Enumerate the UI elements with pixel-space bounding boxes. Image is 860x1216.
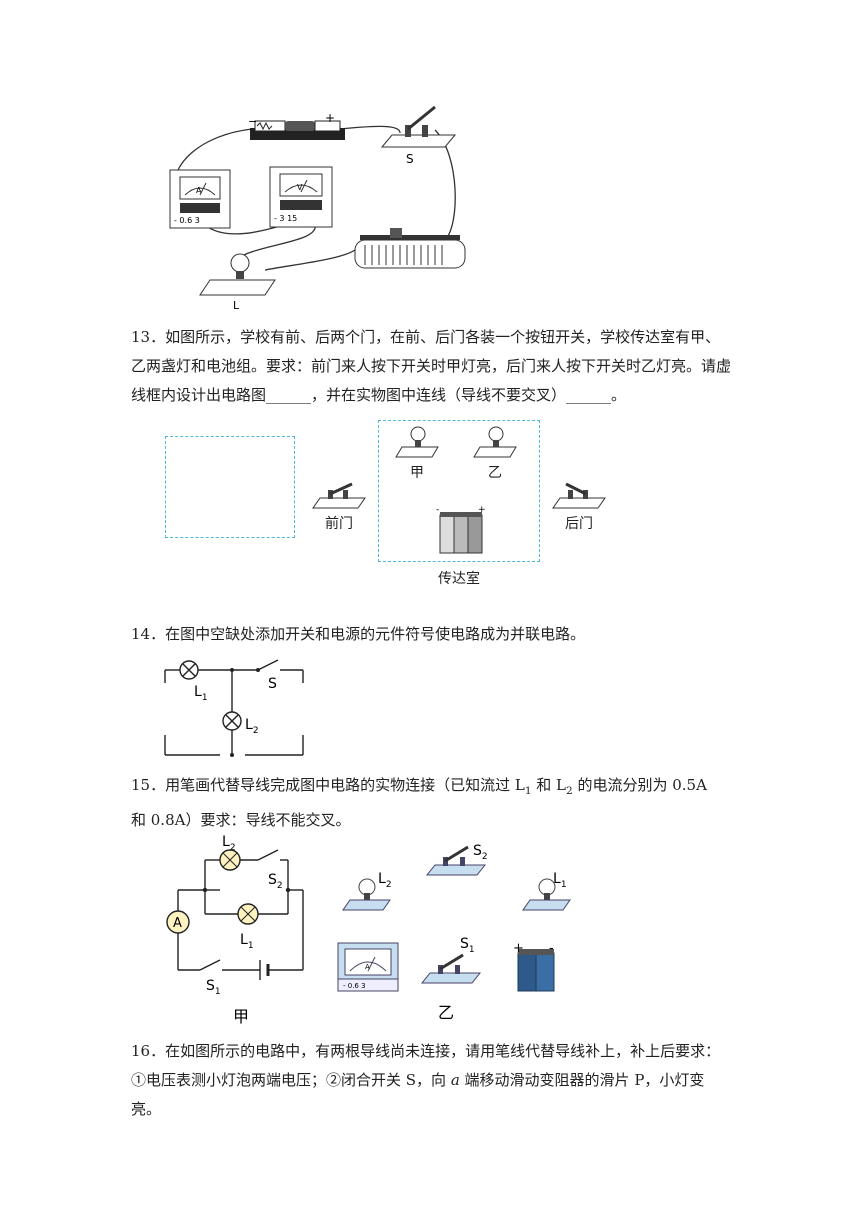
q15-yi-l2: L2 (378, 871, 392, 890)
q15-jia-s1: S1 (206, 978, 221, 997)
back-door-switch-icon[interactable] (552, 482, 606, 509)
q14-l2: L2 (245, 717, 259, 736)
ammeter-unit: A (196, 186, 202, 195)
svg-text:-: - (436, 505, 439, 515)
question-13: 13．如图所示，学校有前、后两个门，在前、后门各装一个按钮开关，学校传达室有甲、… (131, 323, 731, 410)
question-14: 14．在图中空缺处添加开关和电源的元件符号使电路成为并联电路。 (131, 620, 731, 649)
q14-s: S (268, 676, 277, 692)
q13-room-box[interactable] (378, 420, 540, 562)
q15-bat-minus: - (549, 941, 554, 956)
ammeter-scale: - 0.6 3 (174, 216, 200, 225)
q15-jia-circuit: A L2 S2 L1 S1 甲 (166, 834, 304, 1026)
l2-lamp-icon[interactable] (342, 878, 391, 911)
q15-yi-components: S2 L2 L1 A - 0.6 3 S1 + - 乙 (337, 843, 571, 1022)
label-yi: 乙 (488, 465, 502, 481)
q15-line2: 和 0.8A）要求：导线不能交叉。 (131, 811, 351, 829)
q15-jia-caption: 甲 (233, 1007, 249, 1026)
q13-design-box[interactable] (165, 436, 295, 538)
q15-yi-caption: 乙 (438, 1003, 454, 1022)
voltmeter-scale: - 3 15 (274, 214, 297, 223)
q15-yi-s2: S2 (473, 843, 488, 862)
battery-pack-icon[interactable]: - + (436, 505, 486, 554)
svg-text:+: + (478, 505, 486, 515)
q15-jia-l2: L2 (222, 834, 236, 853)
q15-meter-scale: - 0.6 3 (343, 982, 366, 990)
q13-components: - + (312, 426, 606, 554)
voltmeter-unit: V (297, 183, 303, 192)
s2-switch-icon[interactable] (425, 845, 487, 876)
front-door-switch-icon[interactable] (312, 482, 366, 509)
q15-jia-l1: L1 (240, 932, 254, 951)
battery-icon[interactable] (517, 949, 555, 992)
l1-lamp-icon[interactable] (522, 878, 571, 911)
q13-line1: 13．如图所示，学校有前、后两个门，在前、后门各装一个按钮开关，学校传达室有甲、 (131, 328, 721, 346)
q15-ammeter-a: A (173, 916, 182, 931)
figure-12-circuit: − + S A - 0.6 3 V - 3 15 L (169, 105, 466, 310)
q15-bat-plus: + (513, 941, 524, 956)
question-15: 15．用笔画代替导线完成图中电路的实物连接（已知流过 L1 和 L2 的电流分别… (131, 771, 731, 835)
label-front-door: 前门 (325, 516, 353, 532)
q14-text: 14．在图中空缺处添加开关和电源的元件符号使电路成为并联电路。 (131, 625, 586, 643)
lamp-label: L (233, 299, 240, 310)
q15-yi-s1: S1 (460, 936, 475, 955)
q14-circuit: L1 L2 S (164, 659, 304, 757)
label-room: 传达室 (438, 571, 480, 587)
battery-minus: − (248, 115, 257, 128)
q15-line1: 15．用笔画代替导线完成图中电路的实物连接（已知流过 L1 和 L2 的电流分别… (131, 776, 707, 797)
label-jia: 甲 (410, 465, 424, 481)
q16-line1: 16．在如图所示的电路中，有两根导线尚未连接，请用笔线代替导线补上，补上后要求： (131, 1042, 721, 1060)
q16-line2: ①电压表测小灯泡两端电压；②闭合开关 S，向 a 端移动滑动变阻器的滑片 P，小… (131, 1071, 705, 1118)
q14-l1: L1 (194, 684, 208, 703)
q13-line2: 乙两盏灯和电池组。要求：前门来人按下开关时甲灯亮，后门来人按下开关时乙灯亮。请虚 (131, 357, 732, 375)
q15-yi-l1: L1 (553, 871, 567, 890)
s1-switch-icon[interactable] (420, 953, 482, 984)
lamp-yi-icon[interactable] (473, 426, 517, 458)
switch-label: S (406, 152, 414, 166)
question-16: 16．在如图所示的电路中，有两根导线尚未连接，请用笔线代替导线补上，补上后要求：… (131, 1037, 731, 1124)
lamp-jia-icon[interactable] (395, 426, 439, 458)
q15-jia-s2: S2 (268, 872, 283, 891)
ammeter-icon[interactable]: A - 0.6 3 (337, 942, 399, 992)
label-back-door: 后门 (565, 516, 593, 532)
q13-line3: 线框内设计出电路图______，并在实物图中连线（导线不要交叉）______。 (131, 386, 627, 404)
q15-meter-a: A (365, 963, 370, 971)
battery-plus: + (325, 111, 335, 125)
